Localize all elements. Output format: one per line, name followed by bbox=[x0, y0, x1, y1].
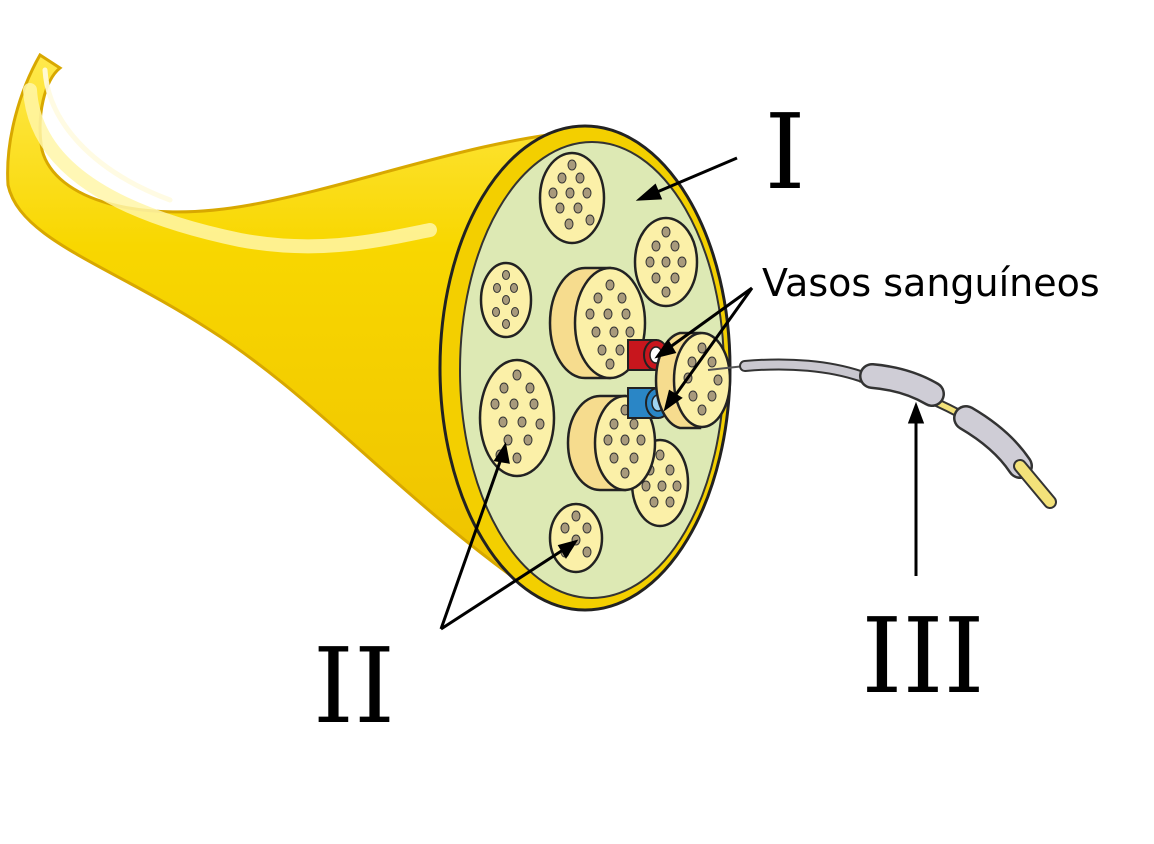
nerve-trunk bbox=[6, 52, 592, 603]
fascicle-upper-right bbox=[633, 216, 699, 308]
nerve-fiber bbox=[707, 358, 1057, 509]
pointer-arrows bbox=[439, 156, 925, 631]
label-I: I bbox=[764, 91, 805, 213]
fascicle-bottom bbox=[548, 502, 604, 574]
label-III: III bbox=[861, 595, 984, 717]
vasos-sanguineos-label: Vasos sanguíneos bbox=[762, 261, 1100, 305]
fascicle-top bbox=[538, 151, 606, 245]
fascicle-left bbox=[479, 261, 533, 339]
label-II: II bbox=[313, 625, 395, 747]
fascicle-lower-left bbox=[478, 358, 556, 478]
